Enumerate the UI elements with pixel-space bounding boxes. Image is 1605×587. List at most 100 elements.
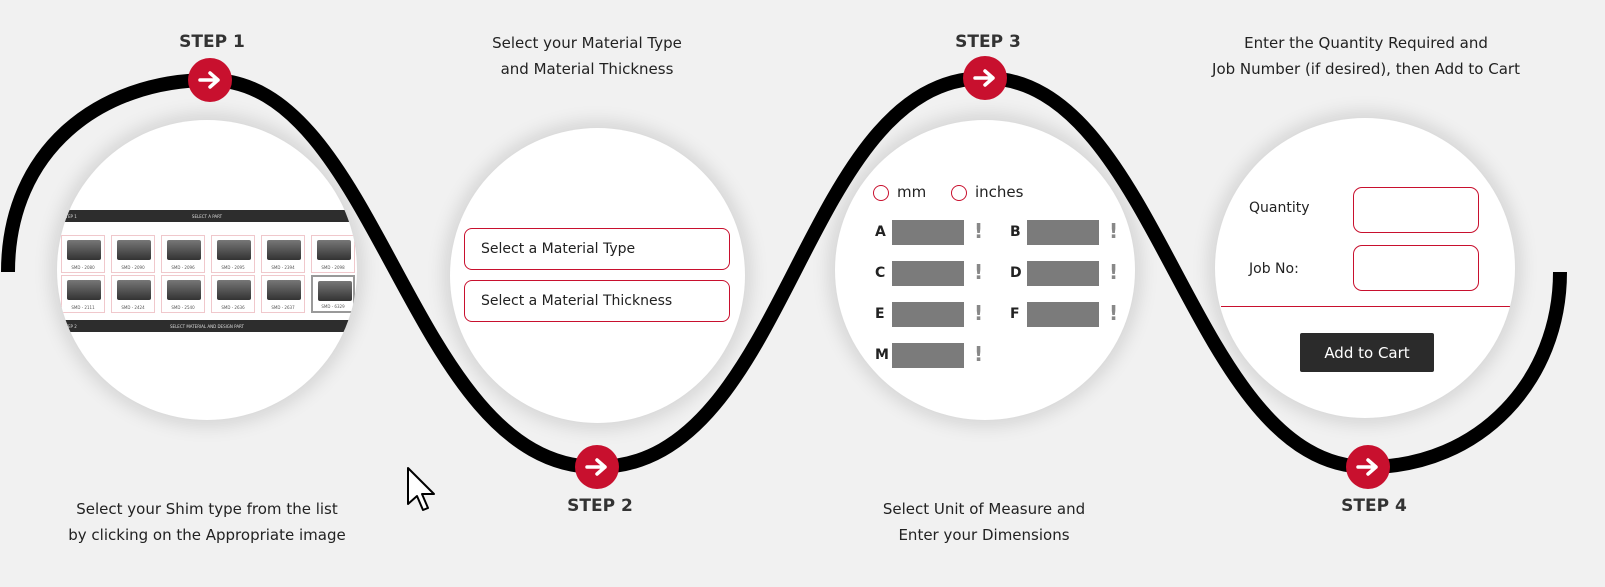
select-part-title: SELECT A PART — [191, 213, 223, 219]
part-shape-icon — [67, 240, 101, 260]
warning-icon: ! — [1109, 219, 1119, 243]
part-tile[interactable]: SMD - 2394 — [261, 235, 305, 273]
step4-label: STEP 4 — [1341, 496, 1407, 516]
caption-line: Job Number (if desired), then Add to Car… — [1212, 60, 1520, 78]
step4-arrow-badge — [1346, 445, 1390, 489]
part-label: SMD - 6329 — [321, 304, 345, 309]
caption-line: by clicking on the Appropriate image — [68, 526, 346, 544]
part-label: SMD - 2636 — [221, 305, 245, 310]
dimension-input[interactable] — [892, 302, 964, 327]
step4-circle: Quantity Job No: Add to Cart — [1215, 118, 1515, 418]
part-label: SMD - 2090 — [121, 265, 145, 270]
step1-label: STEP 1 — [179, 32, 245, 52]
warning-icon: ! — [1109, 260, 1119, 284]
mm-label: mm — [897, 183, 927, 201]
caption-line: and Material Thickness — [500, 60, 674, 78]
quantity-input[interactable] — [1353, 187, 1479, 233]
part-shape-icon — [117, 280, 151, 300]
dimension-label: B — [1010, 224, 1021, 240]
part-tile[interactable]: SMD - 2540 — [161, 275, 205, 313]
arrow-right-icon — [1356, 458, 1378, 476]
step3-arrow-badge — [963, 56, 1007, 100]
add-to-cart-button[interactable]: Add to Cart — [1300, 333, 1434, 372]
dimension-input[interactable] — [892, 343, 964, 368]
arrow-right-icon — [973, 69, 995, 87]
step1-circle: STEP 1 SELECT A PART SMD - 2080 SMD - 209… — [57, 120, 357, 420]
dimension-label: C — [875, 265, 886, 281]
step3-label: STEP 3 — [955, 32, 1021, 52]
quantity-label: Quantity — [1249, 200, 1310, 216]
step2-label: STEP 2 — [567, 496, 633, 516]
select-material-title: SELECT MATERIAL AND DESIGN PART — [170, 323, 244, 329]
part-tile[interactable]: SMD - 2636 — [211, 275, 255, 313]
warning-icon: ! — [974, 301, 984, 325]
step1-caption: Select your Shim type from the list by cl… — [27, 496, 387, 548]
warning-icon: ! — [974, 260, 984, 284]
arrow-right-icon — [585, 458, 607, 476]
part-tile[interactable]: SMD - 2095 — [211, 235, 255, 273]
caption-line: Select Unit of Measure and — [882, 500, 1086, 518]
part-shape-icon — [67, 280, 101, 300]
dimension-input[interactable] — [1027, 302, 1099, 327]
part-label: SMD - 2095 — [221, 265, 245, 270]
step3-circle: mm inches A! B! C! D! E! F! M! — [835, 120, 1135, 420]
select-part-bar-step: STEP 1 — [63, 213, 77, 219]
step1-arrow-badge — [188, 58, 232, 102]
part-tile[interactable]: SMD - 6329 — [311, 275, 355, 313]
part-shape-icon — [318, 281, 352, 301]
arrow-right-icon — [198, 71, 220, 89]
caption-line: Select your Material Type — [492, 34, 682, 52]
dimension-input[interactable] — [1027, 220, 1099, 245]
part-shape-icon — [167, 240, 201, 260]
part-label: SMD - 2637 — [271, 305, 295, 310]
dimension-label: A — [875, 224, 886, 240]
part-shape-icon — [167, 280, 201, 300]
part-label: SMD - 2080 — [71, 265, 95, 270]
dimension-input[interactable] — [892, 220, 964, 245]
select-material-bar-step: STEP 2 — [63, 323, 77, 329]
material-thickness-select[interactable]: Select a Material Thickness — [464, 280, 730, 322]
mouse-cursor-icon — [407, 467, 435, 511]
warning-icon: ! — [1109, 301, 1119, 325]
part-tile[interactable]: SMD - 2111 — [61, 275, 105, 313]
select-material-bar: STEP 2 SELECT MATERIAL AND DESIGN PART — [57, 320, 357, 332]
dimension-input[interactable] — [892, 261, 964, 286]
warning-icon: ! — [974, 342, 984, 366]
caption-line: Select your Shim type from the list — [76, 500, 338, 518]
part-label: SMD - 2098 — [321, 265, 345, 270]
part-shape-icon — [267, 240, 301, 260]
inches-radio[interactable] — [951, 185, 967, 201]
step2-circle: Select a Material Type Select a Material… — [450, 128, 745, 423]
part-label: SMD - 2394 — [271, 265, 295, 270]
part-tile[interactable]: SMD - 2637 — [261, 275, 305, 313]
part-tile[interactable]: SMD - 2098 — [311, 235, 355, 273]
dimension-label: D — [1010, 265, 1022, 281]
part-tile[interactable]: SMD - 2424 — [111, 275, 155, 313]
part-label: SMD - 2096 — [171, 265, 195, 270]
part-shape-icon — [217, 240, 251, 260]
part-shape-icon — [117, 240, 151, 260]
caption-line: Enter your Dimensions — [898, 526, 1070, 544]
material-type-select[interactable]: Select a Material Type — [464, 228, 730, 270]
part-tile[interactable]: SMD - 2096 — [161, 235, 205, 273]
part-tile[interactable]: SMD - 2080 — [61, 235, 105, 273]
step2-caption: Select your Material Type and Material Th… — [407, 30, 767, 82]
part-shape-icon — [267, 280, 301, 300]
warning-icon: ! — [974, 219, 984, 243]
dimension-label: M — [875, 347, 889, 363]
part-tile[interactable]: SMD - 2090 — [111, 235, 155, 273]
dimension-label: E — [875, 306, 885, 322]
job-number-label: Job No: — [1249, 261, 1299, 277]
divider — [1221, 306, 1515, 307]
caption-line: Enter the Quantity Required and — [1244, 34, 1488, 52]
job-number-input[interactable] — [1353, 245, 1479, 291]
dimension-input[interactable] — [1027, 261, 1099, 286]
step2-arrow-badge — [575, 445, 619, 489]
dimension-label: F — [1010, 306, 1020, 322]
part-label: SMD - 2424 — [121, 305, 145, 310]
inches-label: inches — [975, 183, 1024, 201]
mm-radio[interactable] — [873, 185, 889, 201]
select-part-bar: STEP 1 SELECT A PART — [57, 210, 357, 222]
